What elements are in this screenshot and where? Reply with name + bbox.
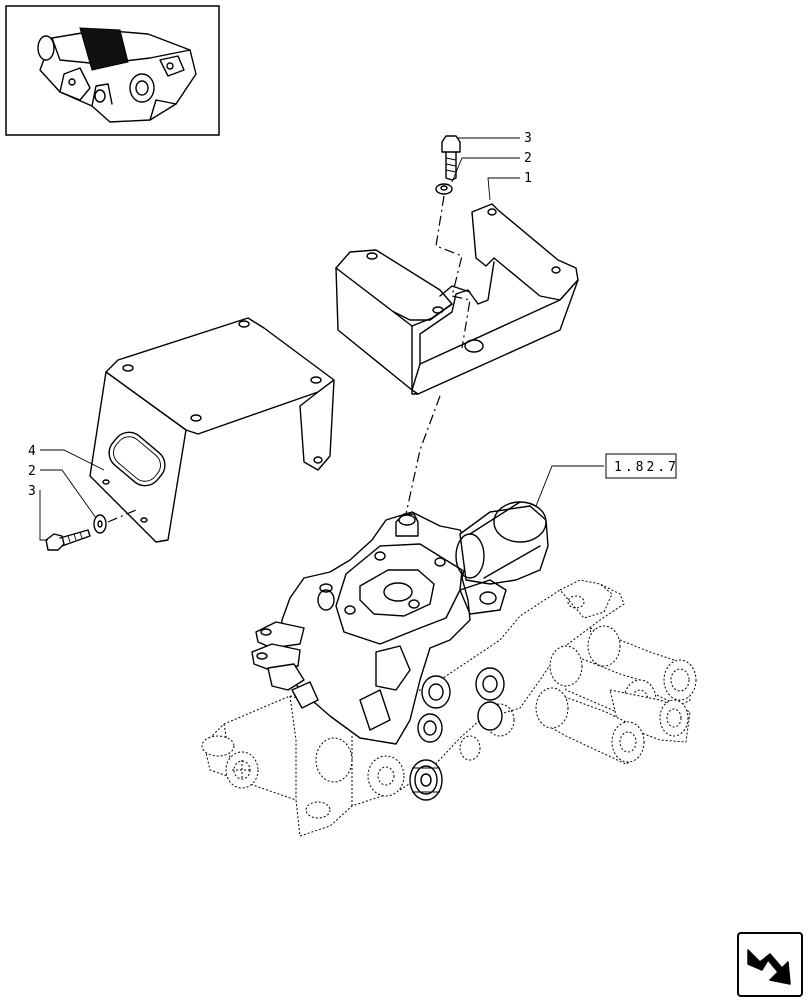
callout-top-washer: 2	[524, 151, 532, 166]
assembly-axis-left	[107, 509, 137, 523]
valve-block-assembly	[201, 501, 697, 837]
callout-left-bracket: 4	[28, 444, 36, 459]
assembly-thumbnail[interactable]	[5, 5, 220, 136]
callout-leaders	[39, 137, 604, 541]
top-washer	[435, 183, 453, 195]
left-washer	[93, 514, 107, 534]
callout-top-bolt: 3	[524, 131, 532, 146]
callout-left-bolt: 3	[28, 484, 36, 499]
assembly-axis-mid	[405, 395, 441, 515]
reference-link-box[interactable]: 1.82.7	[605, 453, 679, 479]
left-bolt	[45, 529, 91, 551]
left-bracket	[89, 317, 335, 543]
callout-top-cover: 1	[524, 171, 532, 186]
reference-label: 1.82.7	[614, 460, 679, 475]
top-bolt	[441, 135, 461, 181]
next-page-arrow-icon[interactable]	[737, 932, 803, 997]
callout-left-washer: 2	[28, 464, 36, 479]
top-cover-plate	[335, 203, 579, 395]
assembly-axis-top	[435, 195, 471, 349]
